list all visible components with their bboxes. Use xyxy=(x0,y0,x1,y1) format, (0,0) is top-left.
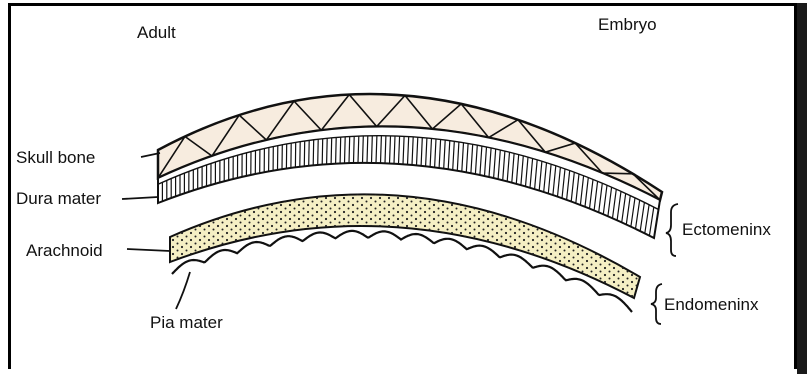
arachnoid-leader xyxy=(127,249,170,251)
pia-mater-label: Pia mater xyxy=(150,313,223,332)
adult-label: Adult xyxy=(137,23,176,42)
ectomeninx-brace xyxy=(666,204,678,256)
pia-mater-leader xyxy=(176,272,190,309)
dura-mater-label: Dura mater xyxy=(16,189,101,208)
skull-bone-label: Skull bone xyxy=(16,148,95,167)
endomeninx-brace xyxy=(651,284,662,324)
ectomeninx-label: Ectomeninx xyxy=(682,220,771,239)
arachnoid-label: Arachnoid xyxy=(26,241,103,260)
endomeninx-label: Endomeninx xyxy=(664,295,759,314)
embryo-label: Embryo xyxy=(598,15,657,34)
dura-mater-leader xyxy=(122,197,158,199)
arachnoid-layer xyxy=(170,194,640,298)
